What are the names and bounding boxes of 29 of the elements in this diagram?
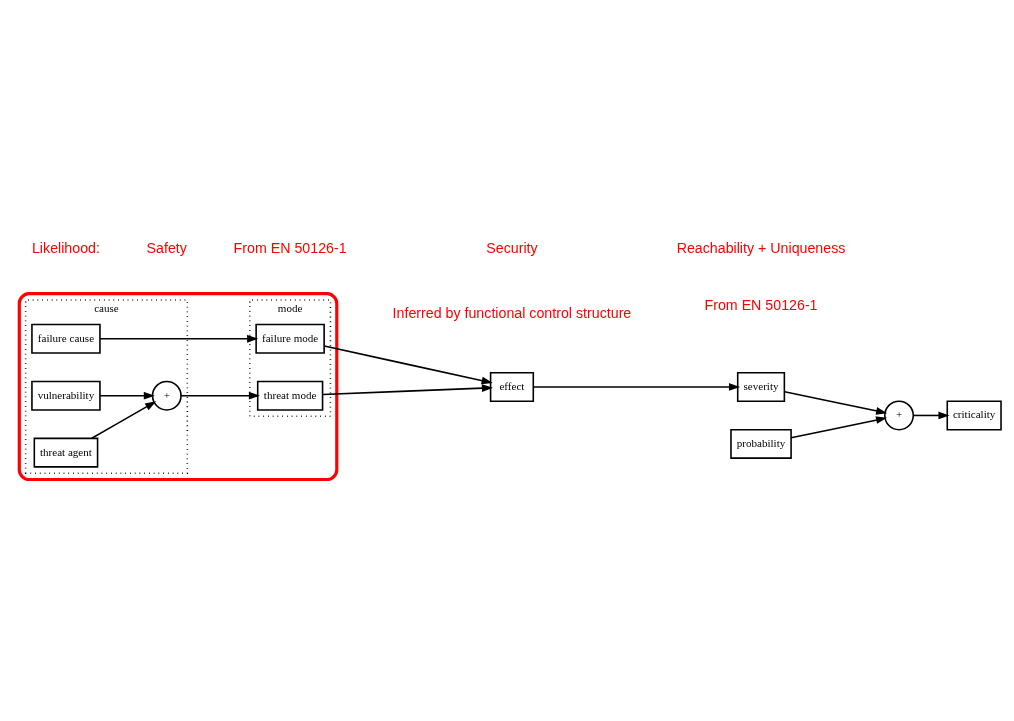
arrow	[99, 334, 259, 343]
arrow	[532, 383, 741, 391]
node-circle: +	[884, 400, 915, 431]
arrow	[323, 345, 493, 385]
label: Reachability + Uniqueness	[676, 239, 846, 256]
label: Likelihood:	[31, 239, 100, 256]
node-box: failure mode	[255, 323, 325, 354]
arrow	[99, 391, 155, 400]
label: Safety	[146, 239, 187, 256]
node-box: probability	[730, 428, 792, 459]
arrow	[91, 401, 157, 440]
arrow	[783, 390, 888, 415]
node-box: failure cause	[31, 323, 101, 354]
node-box: effect	[489, 371, 535, 402]
label: Inferred by functional control structure	[392, 304, 632, 321]
label: From EN 50126-1	[233, 239, 347, 256]
arrow	[790, 416, 888, 439]
node-box: threat agent	[33, 437, 99, 468]
label: From EN 50126-1	[704, 296, 818, 313]
node-circle: +	[151, 380, 182, 411]
cluster	[17, 292, 339, 482]
node-box: criticality	[946, 400, 1002, 431]
node-box: vulnerability	[31, 380, 101, 411]
label: Security	[486, 239, 538, 256]
node-box: severity	[736, 371, 786, 402]
arrow	[912, 411, 950, 420]
arrow	[180, 391, 260, 400]
node-box: threat mode	[256, 380, 324, 411]
arrow	[321, 384, 493, 396]
